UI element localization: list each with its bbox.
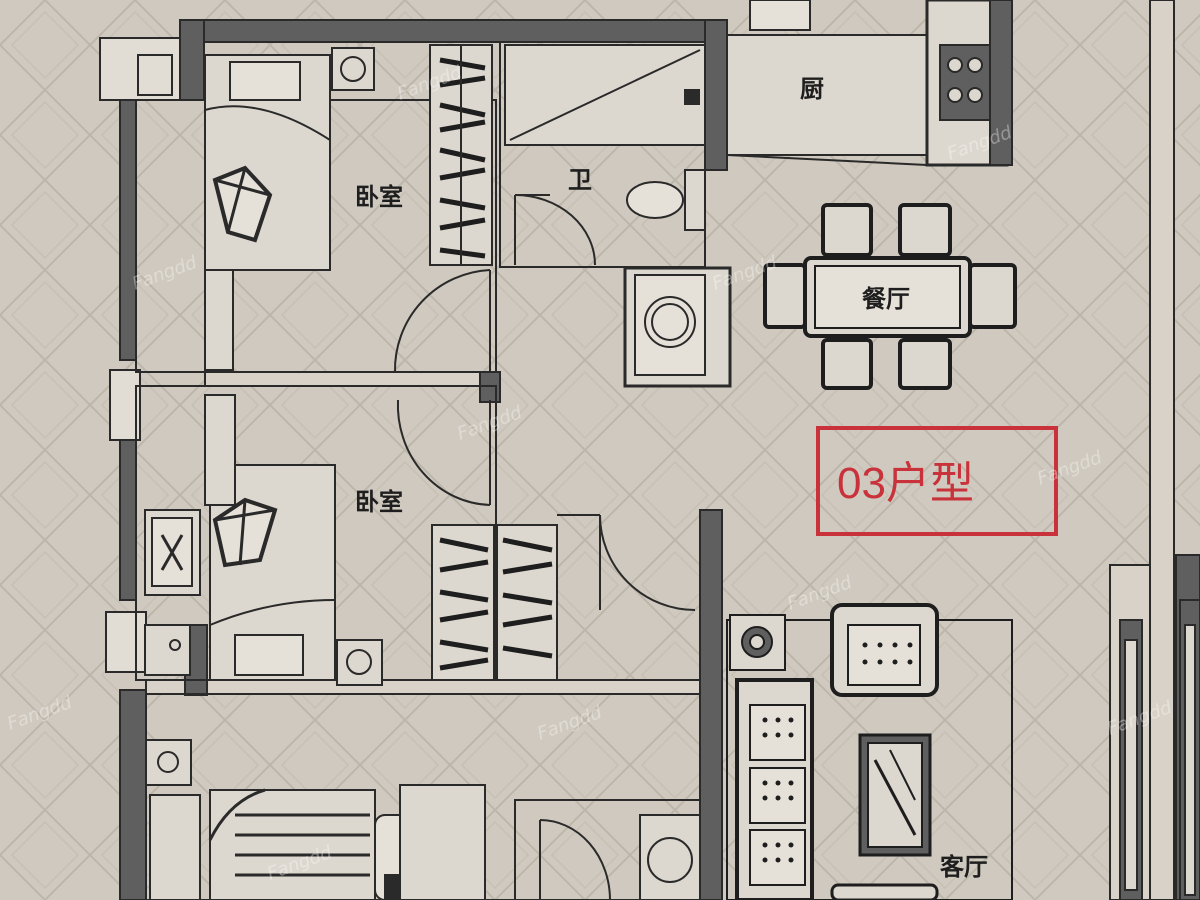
unit-type-box <box>816 426 1058 536</box>
label-bathroom: 卫 <box>568 165 592 194</box>
label-kitchen: 厨 <box>800 74 824 103</box>
label-living: 客厅 <box>940 852 988 881</box>
label-bedroom-top: 卧室 <box>355 182 403 211</box>
dining-table-set <box>763 203 1017 390</box>
kitchen <box>726 0 1013 167</box>
right-windows <box>1119 599 1200 900</box>
bedroom-middle <box>135 385 696 686</box>
bathroom <box>499 41 732 388</box>
bedroom-top <box>135 44 497 373</box>
unit-type-label: 03户型 <box>837 459 974 508</box>
label-bedroom-middle: 卧室 <box>355 487 403 516</box>
living-room <box>726 603 1013 900</box>
label-dining: 餐厅 <box>862 284 910 313</box>
lower-rooms <box>145 693 701 900</box>
